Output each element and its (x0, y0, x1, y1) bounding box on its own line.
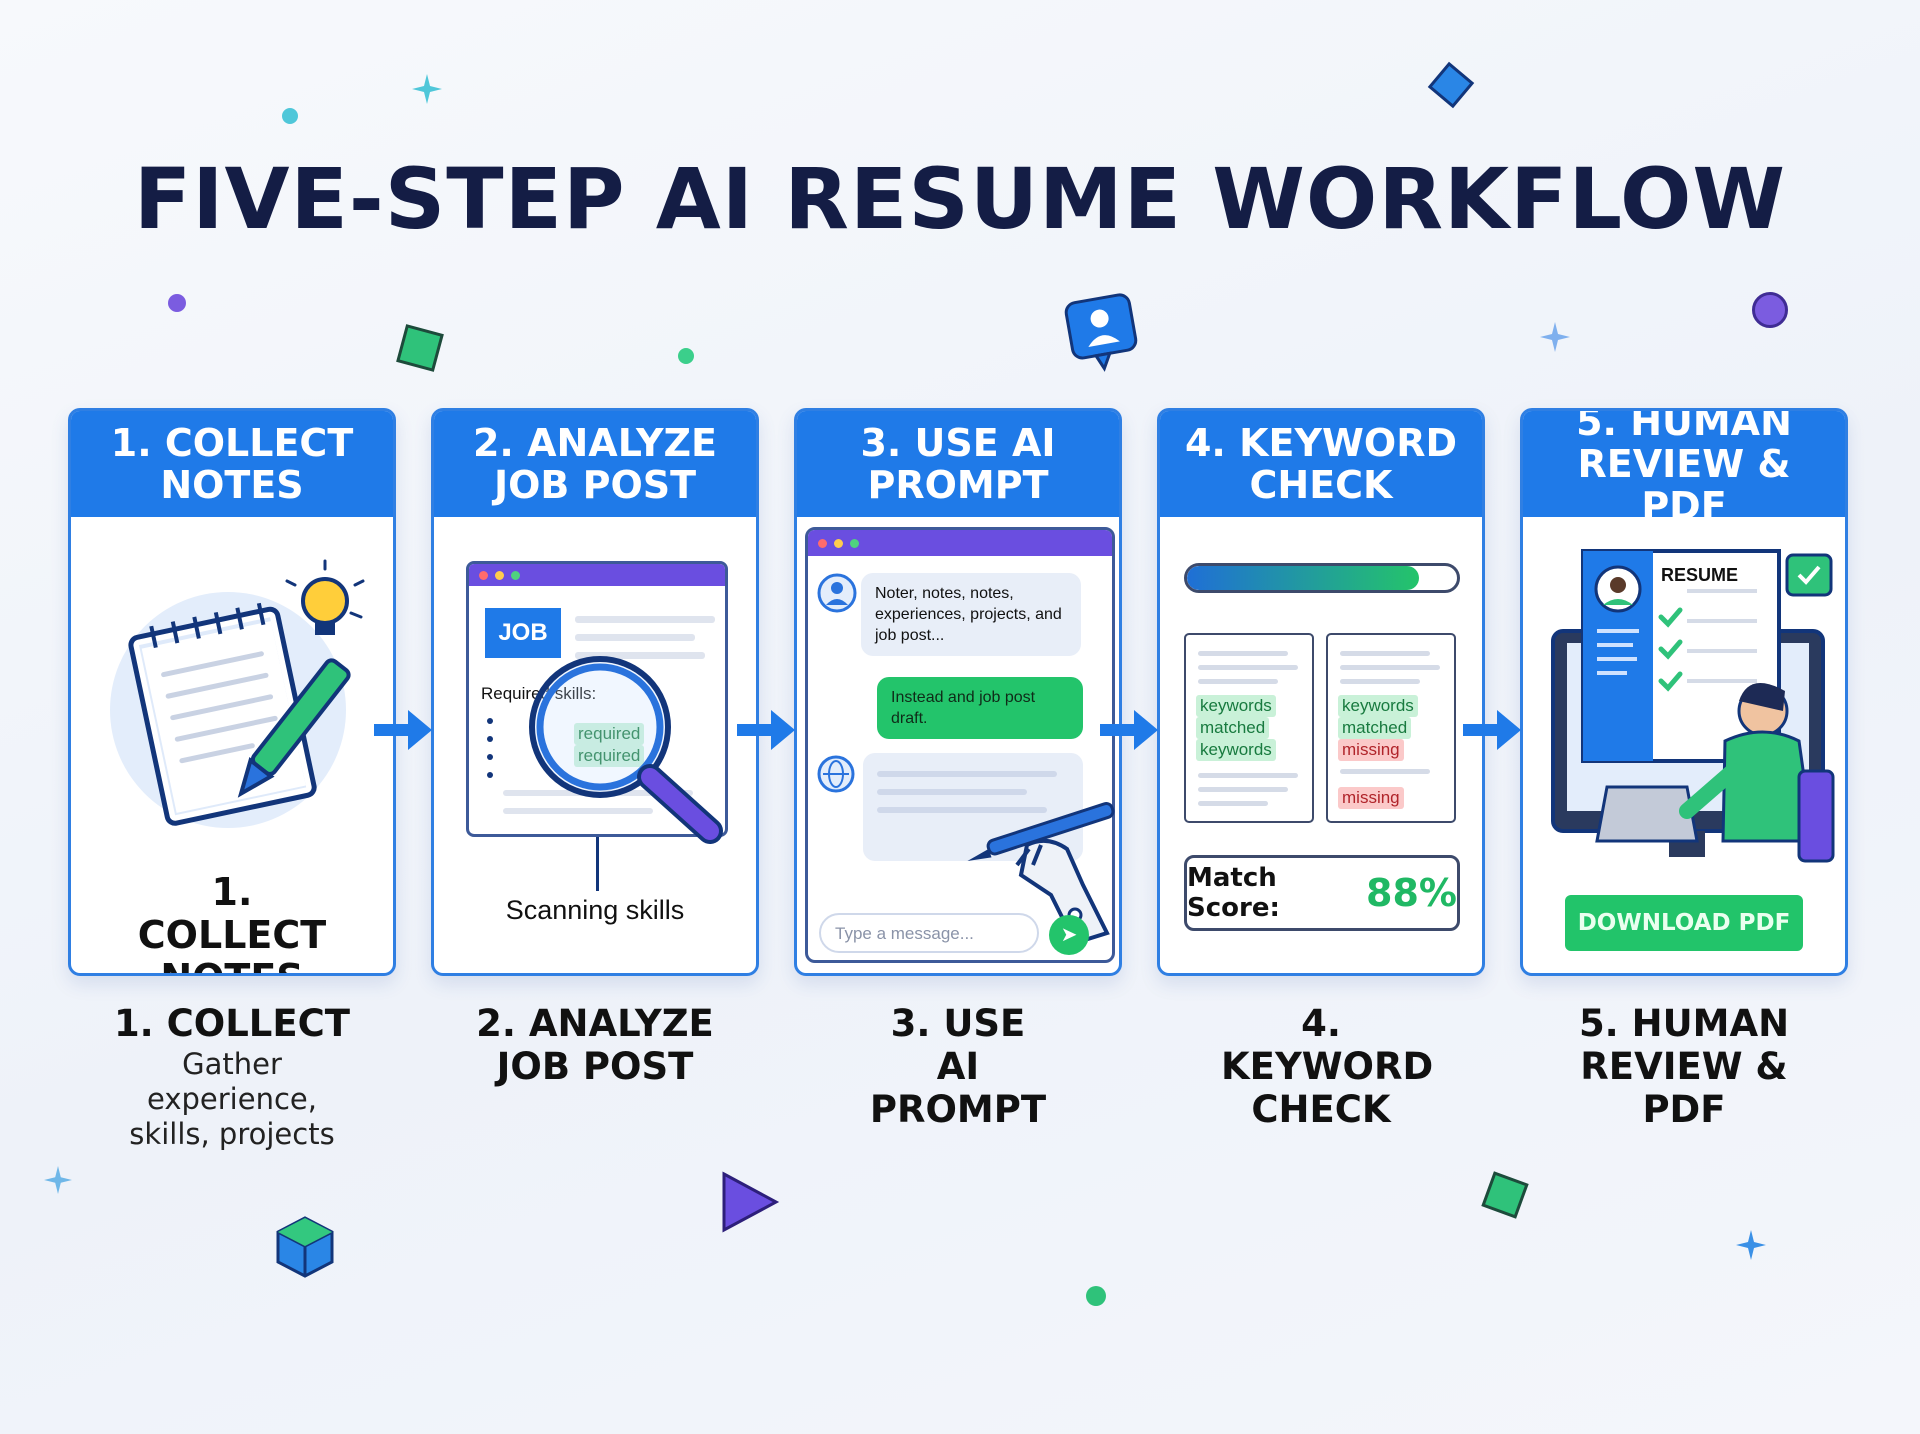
cube-decoration (396, 324, 444, 372)
job-badge: JOB (485, 608, 561, 658)
dot-decoration (168, 294, 186, 312)
keyword-tag: keywords (1196, 695, 1276, 717)
cube-decoration (276, 1216, 334, 1278)
step-3-caption-title: 3. USE AI PROMPT (869, 1002, 1047, 1131)
step-5-caption: 5. HUMAN REVIEW & PDF (1514, 1002, 1854, 1131)
match-score-label: Match Score: (1187, 863, 1280, 923)
step-1-caption: 1. COLLECT Gather experience, skills, pr… (62, 1002, 402, 1152)
step-2-card: 2. ANALYZE JOB POST JOB Required skills:… (431, 408, 759, 976)
keyword-progress-bar (1184, 563, 1460, 593)
flow-arrow-icon (1463, 710, 1521, 750)
missing-keyword-tag: missing (1338, 787, 1404, 809)
magnifier-icon (529, 656, 723, 844)
step-1-caption-subtitle: Gather experience, skills, projects (129, 1047, 335, 1151)
step-2-caption: 2. ANALYZE JOB POST (425, 1002, 765, 1088)
step-5-card: 5. HUMAN REVIEW & PDF RESUME DOWNLOAD P (1520, 408, 1848, 976)
step-2-header: 2. ANALYZE JOB POST (434, 411, 756, 517)
triangle-decoration (722, 1171, 780, 1233)
required-tag: required (574, 745, 645, 767)
globe-icon (817, 755, 855, 793)
keyword-tag: keywords (1196, 739, 1276, 761)
step-1-caption-title: 1. COLLECT (113, 1002, 351, 1045)
keyword-progress-fill (1187, 566, 1420, 590)
flow-arrow-icon (1100, 710, 1158, 750)
required-tag: required (574, 723, 645, 745)
step-5-header: 5. HUMAN REVIEW & PDF (1523, 411, 1845, 527)
download-pdf-button[interactable]: DOWNLOAD PDF (1565, 895, 1803, 951)
keyword-tag: matched (1196, 717, 1270, 739)
robot-hand-pen-icon (967, 802, 1115, 945)
step-1-header: 1. COLLECT NOTES (71, 411, 393, 517)
cube-decoration (1427, 61, 1475, 109)
cube-decoration (1481, 1171, 1529, 1219)
step-4-header: 4. KEYWORD CHECK (1160, 411, 1482, 517)
match-score-value: 88% (1366, 871, 1457, 915)
page-title: FIVE-STEP AI RESUME WORKFLOW (133, 150, 1787, 248)
resume-heading: RESUME (1661, 565, 1739, 585)
keyword-tag: keywords (1338, 695, 1418, 717)
flow-arrow-icon (737, 710, 795, 750)
step-1-inner-label: 1. COLLECT NOTES (137, 870, 327, 974)
send-button[interactable]: ➤ (1049, 915, 1089, 955)
step-2-caption-title: 2. ANALYZE JOB POST (476, 1002, 714, 1088)
keyword-tag: matched (1338, 717, 1412, 739)
sparkle-icon (44, 1166, 72, 1194)
step-1-card: 1. COLLECT NOTES (68, 408, 396, 976)
step-3-card: 3. USE AI PROMPT Noter, notes, notes, ex… (794, 408, 1122, 976)
step-4-card: 4. KEYWORD CHECK keywords matched keywor… (1157, 408, 1485, 976)
ai-message-bubble: Instead and job post draft. (877, 677, 1083, 739)
missing-keyword-tag: missing (1338, 739, 1404, 761)
resume-doc-matched: keywords matched keywords (1184, 633, 1314, 823)
scanning-skills-label: Scanning skills (505, 895, 685, 925)
step-3-caption: 3. USE AI PROMPT (788, 1002, 1128, 1131)
user-avatar-icon (817, 573, 857, 613)
notepad-pen-lightbulb-icon (110, 559, 365, 828)
step-4-caption-title: 4. KEYWORD CHECK (1221, 1002, 1434, 1131)
person-at-monitor-icon (1551, 549, 1835, 863)
dot-decoration (1752, 292, 1788, 328)
chat-user-badge-icon (1064, 293, 1138, 372)
dot-decoration (678, 348, 694, 364)
sparkle-icon (1540, 322, 1570, 352)
flow-arrow-icon (374, 710, 432, 750)
step-4-caption: 4. KEYWORD CHECK (1151, 1002, 1491, 1131)
dot-decoration (1086, 1286, 1106, 1306)
match-score-box: Match Score: 88% (1184, 855, 1460, 931)
sparkle-icon (1736, 1230, 1766, 1260)
dot-decoration (282, 108, 298, 124)
user-message-bubble: Noter, notes, notes, experiences, projec… (861, 573, 1081, 656)
step-3-header: 3. USE AI PROMPT (797, 411, 1119, 517)
step-5-caption-title: 5. HUMAN REVIEW & PDF (1578, 1002, 1790, 1131)
message-input[interactable]: Type a message... (819, 913, 1039, 953)
sparkle-icon (412, 74, 442, 104)
resume-doc-missing: keywords matched missing missing (1326, 633, 1456, 823)
